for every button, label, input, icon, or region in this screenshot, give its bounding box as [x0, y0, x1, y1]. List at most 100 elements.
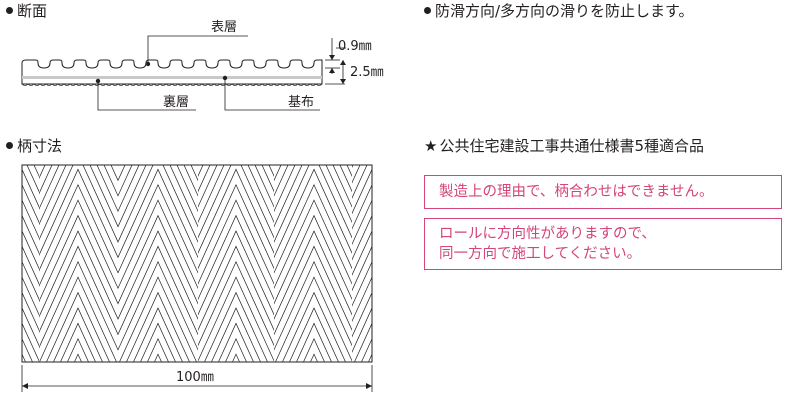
hatch-line [331, 165, 400, 362]
hatch-line [352, 260, 372, 307]
hatch-line [330, 165, 400, 362]
hatch-line [314, 168, 352, 254]
hatch-line [368, 165, 400, 362]
hatch-line [236, 322, 254, 362]
hatch-line [0, 165, 43, 362]
hatch-line [232, 353, 236, 362]
hatch-line [60, 322, 78, 362]
hatch-line [158, 260, 198, 351]
back-layer-leader [97, 81, 196, 111]
hatch-line [274, 199, 314, 290]
hatch-line [156, 165, 246, 362]
hatch-line [314, 322, 332, 362]
hatch-line [311, 165, 400, 362]
hatch-line [382, 165, 400, 362]
hatch-line [40, 165, 67, 224]
width-dimension [21, 365, 373, 392]
hatch-line [212, 165, 302, 362]
hatch-line [174, 165, 264, 362]
hatch-line [211, 307, 236, 362]
hatch-line [158, 165, 248, 362]
hatch-line [314, 199, 352, 285]
hatch-line [382, 165, 400, 362]
hatch-line [274, 183, 314, 274]
hatch-line [0, 165, 17, 362]
hatch-line [22, 337, 33, 362]
hatch-line [318, 165, 400, 362]
total-thickness-label: 2.5㎜ [350, 65, 384, 80]
hatch-line [158, 307, 183, 362]
hatch-line [352, 307, 372, 353]
hatch-line [198, 260, 236, 347]
back-layer-leader-dot [95, 78, 101, 84]
hatch-line [118, 165, 140, 213]
hatch-line [198, 165, 232, 239]
hatch-line [352, 199, 372, 246]
hatch-line [332, 165, 352, 208]
hatch-line [274, 165, 275, 166]
hatch-line [392, 165, 400, 362]
hatch-line [200, 165, 290, 362]
hatch-line [11, 165, 101, 362]
hatch-line [253, 165, 343, 362]
hatch-line [115, 165, 205, 362]
hatch-line [379, 165, 400, 362]
hatch-line [4, 165, 94, 362]
hatch-column [22, 165, 40, 362]
hatch-line [154, 353, 158, 362]
hatch-line [347, 165, 400, 362]
hatch-line [189, 165, 279, 362]
hatch-line [205, 165, 295, 362]
hatch-line [260, 165, 350, 362]
hatch-line [254, 165, 274, 208]
hatch-line [198, 165, 225, 224]
cross-section-heading-text: 断面 [17, 2, 48, 20]
hatch-line [151, 165, 241, 362]
hatch-line [289, 307, 314, 362]
notice-roll-direction: ロールに方向性がありますので、 同一方向で施工してください。 [424, 218, 782, 270]
hatch-line [364, 165, 400, 362]
hatch-line [204, 291, 236, 362]
hatch-line [240, 165, 330, 362]
hatch-line [0, 165, 69, 362]
hatch-line [106, 165, 196, 362]
hatch-line [323, 165, 400, 362]
hatch-line [236, 353, 240, 362]
hatch-line [122, 165, 212, 362]
hatch-line [274, 165, 364, 362]
hatch-line [92, 165, 182, 362]
hatch-line [82, 165, 118, 243]
hatch-line [0, 165, 5, 362]
hatch-line [188, 165, 278, 362]
hatch-line [158, 322, 176, 362]
hatch-line [221, 165, 311, 362]
hatch-line [137, 165, 227, 362]
hatch-line [0, 165, 29, 362]
hatch-line [78, 165, 168, 362]
hatch-line [283, 165, 373, 362]
hatch-line [78, 291, 110, 362]
anti-slip-text: 防滑方向/多方向の滑りを防止します。 [435, 2, 694, 20]
hatch-line [22, 230, 40, 272]
hatch-line [198, 276, 236, 362]
hatch-line [0, 165, 86, 362]
hatch-line [0, 165, 76, 362]
hatch-line [0, 165, 23, 362]
hatch-line [158, 276, 197, 362]
hatch-line [274, 165, 303, 228]
hatch-line [354, 322, 372, 362]
hatch-line [179, 165, 269, 362]
hatch-line [0, 165, 1, 362]
hatch-line [274, 165, 296, 213]
hatch-column [0, 165, 400, 362]
hatch-line [0, 165, 10, 362]
hatch-line [0, 165, 12, 362]
surface-leader-dot [145, 61, 151, 67]
hatch-line [0, 165, 10, 362]
dim-arrow-icon [340, 79, 346, 84]
hatch-line [203, 165, 293, 362]
pattern-heading-text: 柄寸法 [17, 137, 63, 155]
hatch-line [382, 165, 400, 362]
hatch-line [214, 165, 304, 362]
hatch-line [372, 165, 400, 362]
